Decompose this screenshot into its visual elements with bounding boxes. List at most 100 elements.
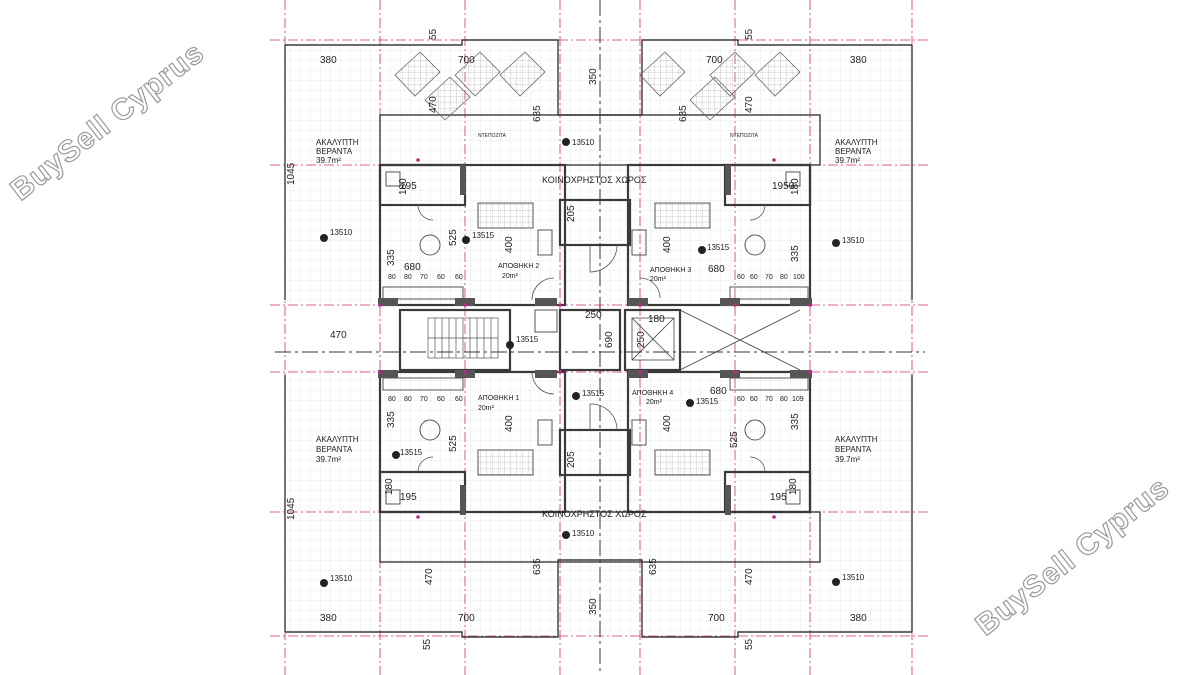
dim-1950-tr: 1950: [772, 181, 795, 192]
dim-680-bl: 680: [710, 386, 727, 397]
dim-335-tl: 335: [386, 249, 397, 266]
kd-r100: 100: [793, 274, 805, 281]
dim-335-bl: 335: [386, 411, 397, 428]
veranda-title-tr: ΑΚΑΛΥΠΤΗ: [835, 138, 878, 147]
dim-195-br: 195: [770, 492, 787, 503]
dim-470-tl: 470: [428, 96, 439, 113]
level-12: 13510: [842, 573, 865, 582]
storage-3-area: 20m²: [650, 276, 667, 283]
dim-400-bl: 400: [504, 415, 515, 432]
staircase: [427, 317, 499, 359]
dim-400-tl: 400: [504, 236, 515, 253]
kd-br70: 70: [765, 396, 773, 403]
veranda-sub-bl: ΒΕΡΑΝΤΑ: [316, 445, 353, 454]
building-outline: [284, 39, 913, 638]
dim-635-tr: 635: [678, 105, 689, 122]
columns: [378, 165, 812, 515]
dim-635-bl: 635: [532, 558, 543, 575]
dim-380-tr: 380: [850, 55, 867, 66]
solar-panels: [394, 51, 801, 121]
ntepozita-left: ΝΤΕΠΟΖΙΤΑ: [478, 133, 507, 139]
dim-700-br: 700: [708, 613, 725, 624]
dim-470-mid: 470: [330, 330, 347, 341]
dim-470-bl: 470: [424, 568, 435, 585]
kd-b60a: 60: [437, 396, 445, 403]
dim-250-v: 250: [636, 331, 647, 348]
storage-1-area: 20m²: [478, 405, 495, 412]
storage-4-area: 20m²: [646, 399, 663, 406]
dim-525-bl: 525: [448, 435, 459, 452]
dim-250-h: 250: [585, 310, 602, 321]
dimensions: 380 700 700 380 55 55 350 470 470 635 63…: [286, 28, 867, 650]
veranda-area-bl: 39.7m²: [316, 455, 341, 464]
kd-br60a: 60: [737, 396, 745, 403]
kitchen-dims: 80 80 70 60 60 60 60 70 80 100 80 80 70 …: [388, 274, 805, 403]
elevator: [631, 309, 801, 371]
dim-700-bl: 700: [458, 613, 475, 624]
level-1: 13510: [572, 138, 595, 147]
kd-80a: 80: [388, 274, 396, 281]
dim-690-v: 690: [604, 331, 615, 348]
dim-205-b: 205: [566, 451, 577, 468]
level-5: 13515: [707, 243, 730, 252]
kd-r70: 70: [765, 274, 773, 281]
dim-400-tr: 400: [662, 236, 673, 253]
level-8: 13515: [696, 397, 719, 406]
dim-525-tl: 525: [448, 229, 459, 246]
level-3: 13510: [842, 236, 865, 245]
level-markers: [320, 138, 840, 587]
kd-b80b: 80: [404, 396, 412, 403]
dim-1045-b: 1045: [286, 497, 297, 520]
kd-r60a: 60: [737, 274, 745, 281]
storage-1: ΑΠΟΘΗΚΗ 1: [478, 395, 519, 402]
veranda-sub-tr: ΒΕΡΑΝΤΑ: [835, 147, 872, 156]
dim-680-tl: 680: [404, 262, 421, 273]
dim-55-tl: 55: [428, 28, 439, 40]
common-area-top: ΚΟΙΝΟΧΡΗΣΤΟΣ ΧΩΡΟΣ: [542, 175, 647, 185]
dim-380-tl: 380: [320, 55, 337, 66]
dim-350-t: 350: [588, 68, 599, 85]
kd-80b: 80: [404, 274, 412, 281]
dim-195-bl: 195: [400, 492, 417, 503]
dim-335-tr: 335: [790, 245, 801, 262]
level-4: 13515: [472, 231, 495, 240]
dim-335-br: 335: [790, 413, 801, 430]
dim-400-br: 400: [662, 415, 673, 432]
dim-470-br: 470: [744, 568, 755, 585]
kd-r80: 80: [780, 274, 788, 281]
level-9: 13515: [400, 448, 423, 457]
veranda-area-tl: 39.7m²: [316, 156, 341, 165]
dim-350-b: 350: [588, 598, 599, 615]
dim-205-t: 205: [566, 205, 577, 222]
dim-525-br: 525: [729, 431, 740, 448]
dim-635-br: 635: [648, 558, 659, 575]
veranda-area-br: 39.7m²: [835, 455, 860, 464]
level-11: 13510: [330, 574, 353, 583]
kd-r60b: 60: [750, 274, 758, 281]
dim-180-lift: 180: [648, 314, 665, 325]
level-7: 13515: [582, 389, 605, 398]
dim-700-tl: 700: [458, 55, 475, 66]
level-2: 13510: [330, 228, 353, 237]
doors: [417, 204, 766, 473]
kd-br109: 109: [792, 396, 804, 403]
kd-b80a: 80: [388, 396, 396, 403]
dim-700-tr: 700: [706, 55, 723, 66]
dim-180-bl: 180: [384, 478, 395, 495]
kd-br60b: 60: [750, 396, 758, 403]
level-10: 13510: [572, 529, 595, 538]
kd-60a: 60: [437, 274, 445, 281]
veranda-title-bl: ΑΚΑΛΥΠΤΗ: [316, 435, 359, 444]
kd-70: 70: [420, 274, 428, 281]
dim-470-tr: 470: [744, 96, 755, 113]
dim-55-tr: 55: [744, 28, 755, 40]
furniture: [382, 171, 809, 505]
dim-195-tl: 195: [400, 181, 417, 192]
veranda-sub-br: ΒΕΡΑΝΤΑ: [835, 445, 872, 454]
kd-b60b: 60: [455, 396, 463, 403]
veranda-title-tl: ΑΚΑΛΥΠΤΗ: [316, 138, 359, 147]
kd-b70: 70: [420, 396, 428, 403]
ntepozita-right: ΝΤΕΠΟΖΙΤΑ: [730, 133, 759, 139]
common-area-bottom: ΚΟΙΝΟΧΡΗΣΤΟΣ ΧΩΡΟΣ: [542, 509, 647, 519]
